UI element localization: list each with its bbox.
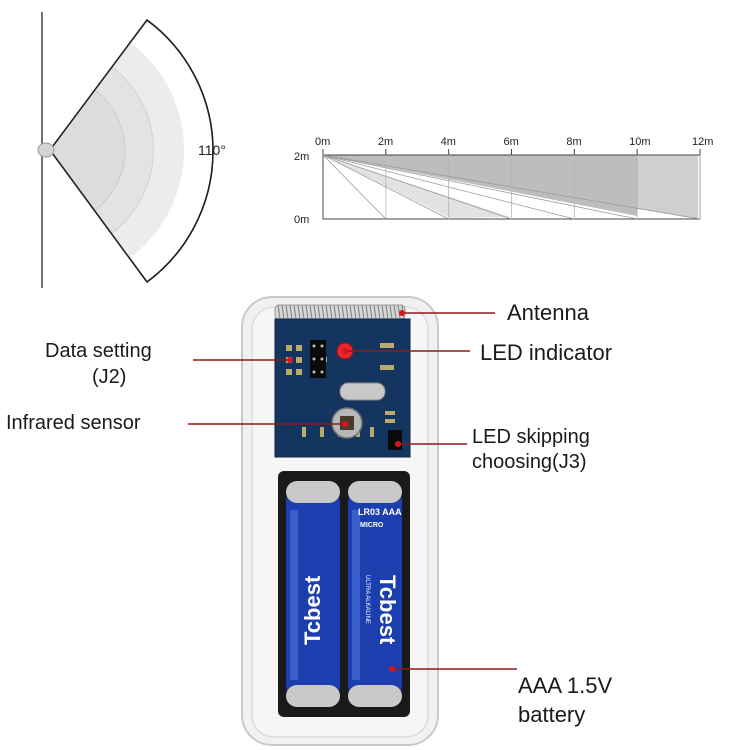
range-zone-mid (323, 155, 637, 216)
battery-right-model: LR03 AAA (358, 507, 402, 517)
callout-dot-antenna (399, 310, 405, 316)
battery-right-tag: MICRO (360, 522, 384, 529)
detection-ray (322, 154, 701, 220)
coil-turn (313, 304, 317, 320)
coil-turn (325, 304, 329, 320)
callout-led-indicator: LED indicator (480, 340, 613, 365)
coil-turn (305, 304, 309, 320)
callout-led-skipping-line2: choosing(J3) (472, 451, 587, 473)
y-tick-bottom: 0m (294, 214, 309, 226)
battery-right: LR03 AAA MICRO Tcbest ULTRA ALKALINE (348, 481, 402, 707)
coil-turn (377, 304, 381, 320)
sensor-dot-icon (37, 142, 55, 158)
jumper-j2 (310, 340, 326, 378)
battery-left: Tcbest (286, 481, 340, 707)
coil-turn (321, 304, 325, 320)
coil-turn (365, 304, 369, 320)
callout-dot-led-skipping (395, 441, 401, 447)
x-tick-label: 10m (629, 136, 650, 148)
coil-turn (341, 304, 345, 320)
coil-turn (361, 304, 365, 320)
coil-turn (293, 304, 297, 320)
callout-data-setting-line1: Data setting (45, 340, 152, 362)
coil-turn (337, 304, 341, 320)
callout-dot-led (342, 348, 348, 354)
coil-turn (345, 304, 349, 320)
callout-dot-data-setting (287, 357, 293, 363)
callout-infrared-sensor: Infrared sensor (6, 412, 141, 434)
antenna-coil (274, 304, 406, 320)
callout-antenna: Antenna (507, 300, 589, 325)
coil-turn (381, 304, 385, 320)
coil-turn (389, 304, 393, 320)
fan-outline (49, 18, 214, 284)
coil-turn (301, 304, 305, 320)
angle-label: 110° (198, 142, 226, 158)
battery-left-brand: Tcbest (300, 575, 325, 645)
x-tick-label: 12m (692, 136, 713, 148)
callout-battery-line1: AAA 1.5V (518, 673, 613, 698)
callout-data-setting-line2: (J2) (92, 366, 127, 388)
coil-turn (285, 304, 289, 320)
battery-right-brand: Tcbest (375, 575, 400, 645)
detection-ray (322, 154, 638, 220)
coil-turn (353, 304, 357, 320)
fan-zone-inner (49, 89, 126, 211)
coil-turn (281, 304, 285, 320)
coil-turn (317, 304, 321, 320)
x-tick-label: 0m (315, 136, 330, 148)
x-tick-label: 6m (504, 136, 519, 148)
detection-ray (322, 154, 449, 220)
coil-turn (349, 304, 353, 320)
x-tick-label: 8m (566, 136, 581, 148)
coil-turn (329, 304, 333, 320)
callout-battery-line2: battery (518, 702, 586, 727)
coil-turn (297, 304, 301, 320)
coil-turn (357, 304, 361, 320)
coil-turn (277, 304, 281, 320)
detection-ray (322, 154, 575, 220)
coil-turn (333, 304, 337, 320)
coil-turn (369, 304, 373, 320)
callout-dot-battery (389, 666, 395, 672)
x-tick-label: 2m (378, 136, 393, 148)
coil-turn (385, 304, 389, 320)
detection-ray (322, 154, 512, 220)
x-tick-label: 4m (441, 136, 456, 148)
coil-turn (309, 304, 313, 320)
callout-led-skipping-line1: LED skipping (472, 426, 590, 448)
y-tick-top: 2m (294, 151, 309, 163)
callout-dot-infrared (342, 421, 348, 427)
detection-angle-diagram: 110° (37, 12, 226, 288)
coil-turn (393, 304, 397, 320)
coil-turn (397, 304, 401, 320)
detection-range-diagram: 0m 2m 4m 6m 8m 10m 12m 2m 0m (294, 136, 713, 226)
pir-detector-device: Tcbest LR03 AAA MICRO Tcbest ULTRA ALKAL… (241, 296, 439, 746)
battery-right-subtext: ULTRA ALKALINE (364, 575, 370, 624)
crystal-oscillator (339, 382, 386, 401)
coil-turn (289, 304, 293, 320)
coil-turn (373, 304, 377, 320)
detection-ray (322, 154, 387, 220)
